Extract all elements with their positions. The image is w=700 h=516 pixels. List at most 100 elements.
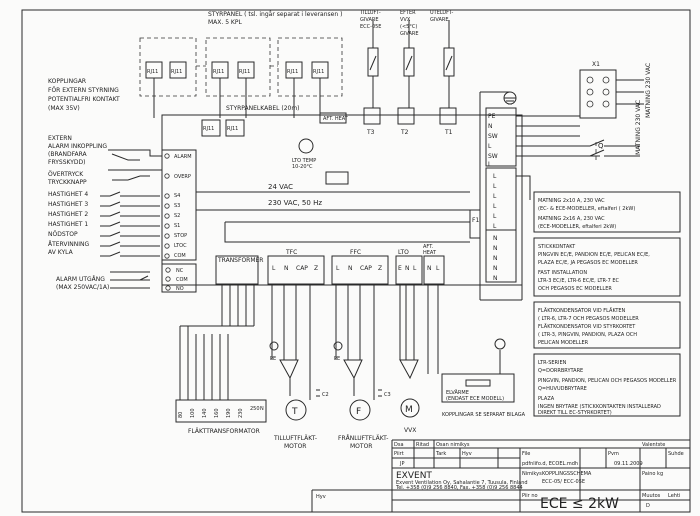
rj11-4: RJ11 bbox=[239, 69, 250, 75]
tb-company: EXVENT bbox=[396, 471, 432, 481]
sensors: TILLUFT- GIVARE ECC-05E EFTER VVX (<5°C)… bbox=[359, 10, 455, 108]
koppling-note-4: (MAX 35V) bbox=[48, 105, 80, 112]
tap-160: 160 bbox=[214, 408, 220, 418]
tb-company-sub-2: Tel. +358 (0)9 256 8840, Fax. +358 (0)9 … bbox=[395, 485, 523, 491]
tb-company-sub-1: Exvent Ventilation Oy, Sahalantie 7, Tuu… bbox=[396, 480, 528, 486]
hastighet-2-label: HASTIGHET 2 bbox=[48, 211, 88, 218]
alarm-note-4: FRYSSKYDD) bbox=[48, 159, 86, 166]
sw-term-2: SW bbox=[488, 153, 498, 160]
nodstop-label: NÖDSTOP bbox=[48, 231, 78, 238]
pe-ffc: PE bbox=[334, 356, 340, 362]
n-strip-5: N bbox=[493, 275, 498, 282]
note2-l4: FAST INSTALLATION bbox=[538, 270, 587, 276]
rj11-5: RJ11 bbox=[287, 69, 298, 75]
tb-ritad: Ritad bbox=[416, 442, 429, 448]
note3-l5: PELICAN MODELLER bbox=[538, 340, 589, 346]
tb-nimike-2: ECC-05/ ECC-05E bbox=[542, 479, 585, 485]
koppling-bilaga-label: KOPPLINGAR SE SEPARAT BILAGA bbox=[442, 412, 526, 418]
f1-label: F1 bbox=[472, 217, 479, 224]
tap-140: 140 bbox=[202, 408, 208, 418]
note4-l7: DIREKT TILL EC-STYRKORTET) bbox=[538, 410, 612, 416]
tb-lehti: Lehti bbox=[668, 493, 680, 499]
tb-suhde: Suhde bbox=[668, 451, 684, 457]
tap-190: 190 bbox=[226, 408, 232, 418]
tap-230: 230 bbox=[238, 408, 244, 418]
aft-heat-label-2: HEAT bbox=[423, 250, 437, 256]
tb-drawing-no: ECE ≤ 2kW bbox=[540, 496, 619, 512]
hastighet-4-label: HASTIGHET 4 bbox=[48, 191, 88, 198]
tb-osan: Osan nimikys bbox=[436, 442, 470, 448]
tb-tark: Tark bbox=[435, 451, 446, 457]
sw-term-1: SW bbox=[488, 133, 498, 140]
q-label: Q bbox=[598, 142, 604, 150]
franluft-motor-label-2: MOTOR bbox=[350, 443, 372, 450]
lto-label: LTO bbox=[398, 249, 409, 256]
alarm-note-2: ALARM INKOPPLING bbox=[48, 143, 107, 150]
term-stop: STOP bbox=[174, 233, 187, 239]
tfc-z: Z bbox=[314, 265, 318, 272]
note3-l1: FLÄKTKONDENSATOR VID FLÄKTEN bbox=[538, 307, 626, 314]
pe-tfc: PE bbox=[270, 356, 276, 362]
tb-valvnt: Valentste bbox=[642, 442, 665, 448]
matning-mid-label: MATNING 230 VAC bbox=[635, 100, 642, 155]
note4-l1: LTR-SERIEN bbox=[538, 360, 567, 366]
efter-label-2: VVX bbox=[400, 17, 411, 23]
lto-e: E bbox=[398, 265, 402, 272]
franluft-motor-label-1: FRÅNLUFTFLÄKT- bbox=[338, 435, 388, 442]
koppling-note-3: POTENTIALFRI KONTAKT bbox=[48, 96, 120, 103]
matning-top-label: MATNING 230 VAC bbox=[645, 63, 652, 118]
elvarme-label-2: (ENDAST ECE MODELL) bbox=[446, 396, 504, 402]
atervinning-label-1: ÅTERVINNING bbox=[48, 241, 90, 248]
rj11-board-2: RJ11 bbox=[227, 126, 238, 132]
l-strip-6: L bbox=[493, 223, 497, 230]
term-com2: COM bbox=[176, 277, 188, 283]
sensor-terminals: T3 T2 T1 AFT. HEAT LTO TEMP 10-20°C bbox=[292, 107, 457, 185]
bottom-wiring: 80 100 140 160 190 230 250 N FLÄKTTRANSF… bbox=[175, 284, 526, 450]
ffc-l: L bbox=[336, 265, 340, 272]
term-s3: S3 bbox=[174, 203, 180, 209]
tap-80: 80 bbox=[178, 412, 184, 418]
elvarme-label-1: ELVÄRME bbox=[446, 389, 469, 396]
lto-temp-dial bbox=[298, 138, 314, 154]
note4-l6: INGEN BRYTARE (STICKKONTAKTEN INSTALLERA… bbox=[538, 404, 661, 410]
term-s4: S4 bbox=[174, 193, 180, 199]
styrpanel-group: STYRPANEL ( tsl. ingår separat i leveran… bbox=[139, 11, 342, 137]
tilluft-label-2: GIVARE bbox=[360, 17, 379, 23]
label-230vac: 230 VAC, 50 Hz bbox=[268, 199, 322, 207]
efter-label-4: GIVARE bbox=[400, 31, 419, 37]
tap-100: 100 bbox=[190, 408, 196, 418]
efter-label-1: EFTER bbox=[400, 10, 416, 16]
lto-temp-label-1: LTO TEMP bbox=[292, 158, 316, 164]
tilluft-motor bbox=[285, 399, 307, 421]
note1-l1: MATNING 2x10 A, 230 VAC bbox=[538, 198, 605, 204]
left-notes: KOPPLINGAR FÖR EXTERN STYRNING POTENTIAL… bbox=[47, 78, 120, 291]
c2-label: C2 bbox=[322, 392, 329, 398]
styrpanel-label-1: STYRPANEL ( tsl. ingår separat i leveran… bbox=[208, 11, 342, 18]
tb-nimike-1: KOPPLINGSSCHEMA bbox=[542, 471, 592, 477]
hastighet-3-label: HASTIGHET 3 bbox=[48, 201, 88, 208]
flakttransformator-label: FLÄKTTRANSFORMATOR bbox=[188, 428, 260, 435]
n-strip-2: N bbox=[493, 245, 498, 252]
styrpanelkabel-label: STYRPANELKABEL (20m) bbox=[226, 105, 300, 112]
x1-terminal-block: X1 MATNING 230 VAC bbox=[579, 61, 652, 119]
q-switch: Q MATNING 230 VAC bbox=[560, 100, 642, 160]
tb-muutos: Muutos bbox=[642, 493, 661, 499]
tb-jp: JP bbox=[399, 461, 405, 467]
note3-l2: ( LTR-6, LTR-7 OCH PEGASOS MODELLER bbox=[538, 316, 639, 322]
vvx-motor bbox=[400, 398, 420, 418]
tb-date: 09.11.2009 bbox=[614, 461, 643, 467]
rj11-3: RJ11 bbox=[213, 69, 224, 75]
note4-l5: PLAZA bbox=[538, 396, 555, 402]
tfc-cap: CAP bbox=[296, 265, 308, 272]
note2-l2: PINGVIN EC/E, PANDION EC/E, PELICAN EC/E… bbox=[538, 252, 650, 258]
label-24vac: 24 VAC bbox=[268, 183, 293, 191]
efter-label-3: (<5°C) bbox=[400, 24, 417, 30]
note1-l3: MATNING 2x16 A, 230 VAC bbox=[538, 216, 605, 222]
tilluft-label-3: ECC-05E bbox=[360, 24, 381, 30]
l-term-1: L bbox=[488, 143, 492, 150]
note2-l3: PLAZA EC/E, JA PEGASOS EC MODELLER bbox=[538, 260, 638, 266]
note3-l4: ( LTR-3, PINGVIN, PANDION, PLAZA OCH bbox=[538, 332, 637, 338]
ffc-label: FFC bbox=[350, 249, 361, 256]
tb-file: File bbox=[522, 451, 530, 457]
l-strip-2: L bbox=[493, 183, 497, 190]
